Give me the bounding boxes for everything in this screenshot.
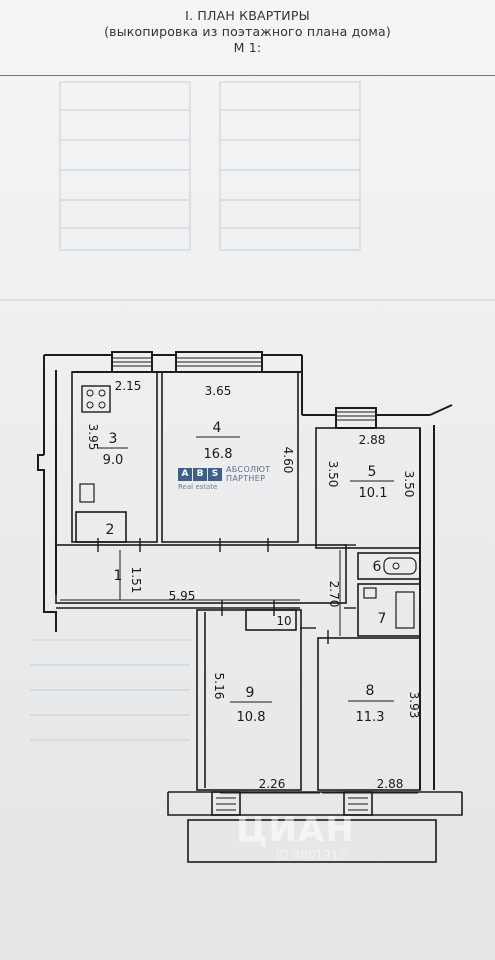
room-5-area: 10.1 xyxy=(359,486,388,501)
room-8-area: 11.3 xyxy=(356,710,385,725)
dim-room9-width: 2.26 xyxy=(259,777,286,791)
room-4-label: 4 16.8 xyxy=(196,420,240,462)
room-2-number: 2 xyxy=(106,522,115,538)
dim-room3-length: 3.95 xyxy=(86,424,100,451)
watermark-id: ID 4801913 xyxy=(276,848,347,862)
room-9-label: 9 10.8 xyxy=(230,685,272,725)
room-2-label: 2 xyxy=(106,522,115,538)
agency-logo-mark: A B S xyxy=(178,468,222,481)
room-walls xyxy=(55,371,421,791)
dim-room3-width: 2.15 xyxy=(115,379,142,393)
sink-icon xyxy=(79,483,95,503)
room-10-number: 10 xyxy=(276,614,291,628)
room-4-number: 4 xyxy=(213,420,222,436)
room-7-label: 7 xyxy=(378,611,387,627)
door-marks xyxy=(97,538,356,644)
agency-logo-line1: АБСОЛЮТ xyxy=(226,465,271,474)
toilet-icon xyxy=(363,587,415,629)
dimension-lines xyxy=(60,550,418,794)
agency-logo: A B S АБСОЛЮТ ПАРТНЕР Real estate xyxy=(178,462,296,492)
dim-hall-length: 5.95 xyxy=(169,589,196,603)
plan-subtitle: (выкопировка из поэтажного плана дома) xyxy=(104,24,391,39)
room-10-label: 10 xyxy=(276,614,291,628)
watermark-brand: ЦИАН xyxy=(236,810,355,850)
room-8-label: 8 11.3 xyxy=(348,683,394,725)
window-hatch xyxy=(112,357,376,811)
dim-room5-width: 2.88 xyxy=(359,433,386,447)
balcony xyxy=(167,791,463,863)
dim-room5-length-right: 3.50 xyxy=(402,471,416,498)
agency-logo-line3: Real estate xyxy=(178,483,218,491)
agency-logo-line2: ПАРТНЕР xyxy=(226,474,266,483)
room-9-area: 10.8 xyxy=(237,710,266,725)
plan-scale: М 1: xyxy=(233,40,262,55)
room-3-label: 3 9.0 xyxy=(98,431,128,468)
room-6-number: 6 xyxy=(373,559,382,575)
room-6-label: 6 xyxy=(373,559,382,575)
room-1-label: 1 xyxy=(114,568,123,584)
header-divider xyxy=(0,75,495,76)
dim-room4-length: 4.60 xyxy=(281,447,295,474)
dim-room8-length: 3.93 xyxy=(407,692,421,719)
dim-corridor-length: 2.70 xyxy=(327,581,341,608)
dim-room5-length-left: 3.50 xyxy=(326,461,340,488)
stove-icon xyxy=(81,385,111,413)
room-3-area: 9.0 xyxy=(103,453,124,468)
room-1-number: 1 xyxy=(114,568,123,584)
dim-room8-width: 2.88 xyxy=(377,777,404,791)
dim-hall-width: 1.51 xyxy=(129,567,143,594)
dimension-labels: 2.15 3.95 3.65 4.60 2.88 3.50 3.50 1.51 … xyxy=(86,379,421,791)
room-3-number: 3 xyxy=(109,431,118,447)
dim-room9-length: 5.16 xyxy=(212,673,226,700)
plan-title: I. ПЛАН КВАРТИРЫ xyxy=(185,8,310,23)
room-5-number: 5 xyxy=(368,464,377,480)
room-5-label: 5 10.1 xyxy=(350,464,394,501)
plan-title-block: I. ПЛАН КВАРТИРЫ (выкопировка из поэтажн… xyxy=(0,8,495,56)
bathtub-icon xyxy=(383,557,417,575)
dim-room4-width: 3.65 xyxy=(205,384,232,398)
room-9-number: 9 xyxy=(246,685,255,701)
room-8-number: 8 xyxy=(366,683,375,699)
room-7-number: 7 xyxy=(378,611,387,627)
room-4-area: 16.8 xyxy=(204,447,233,462)
